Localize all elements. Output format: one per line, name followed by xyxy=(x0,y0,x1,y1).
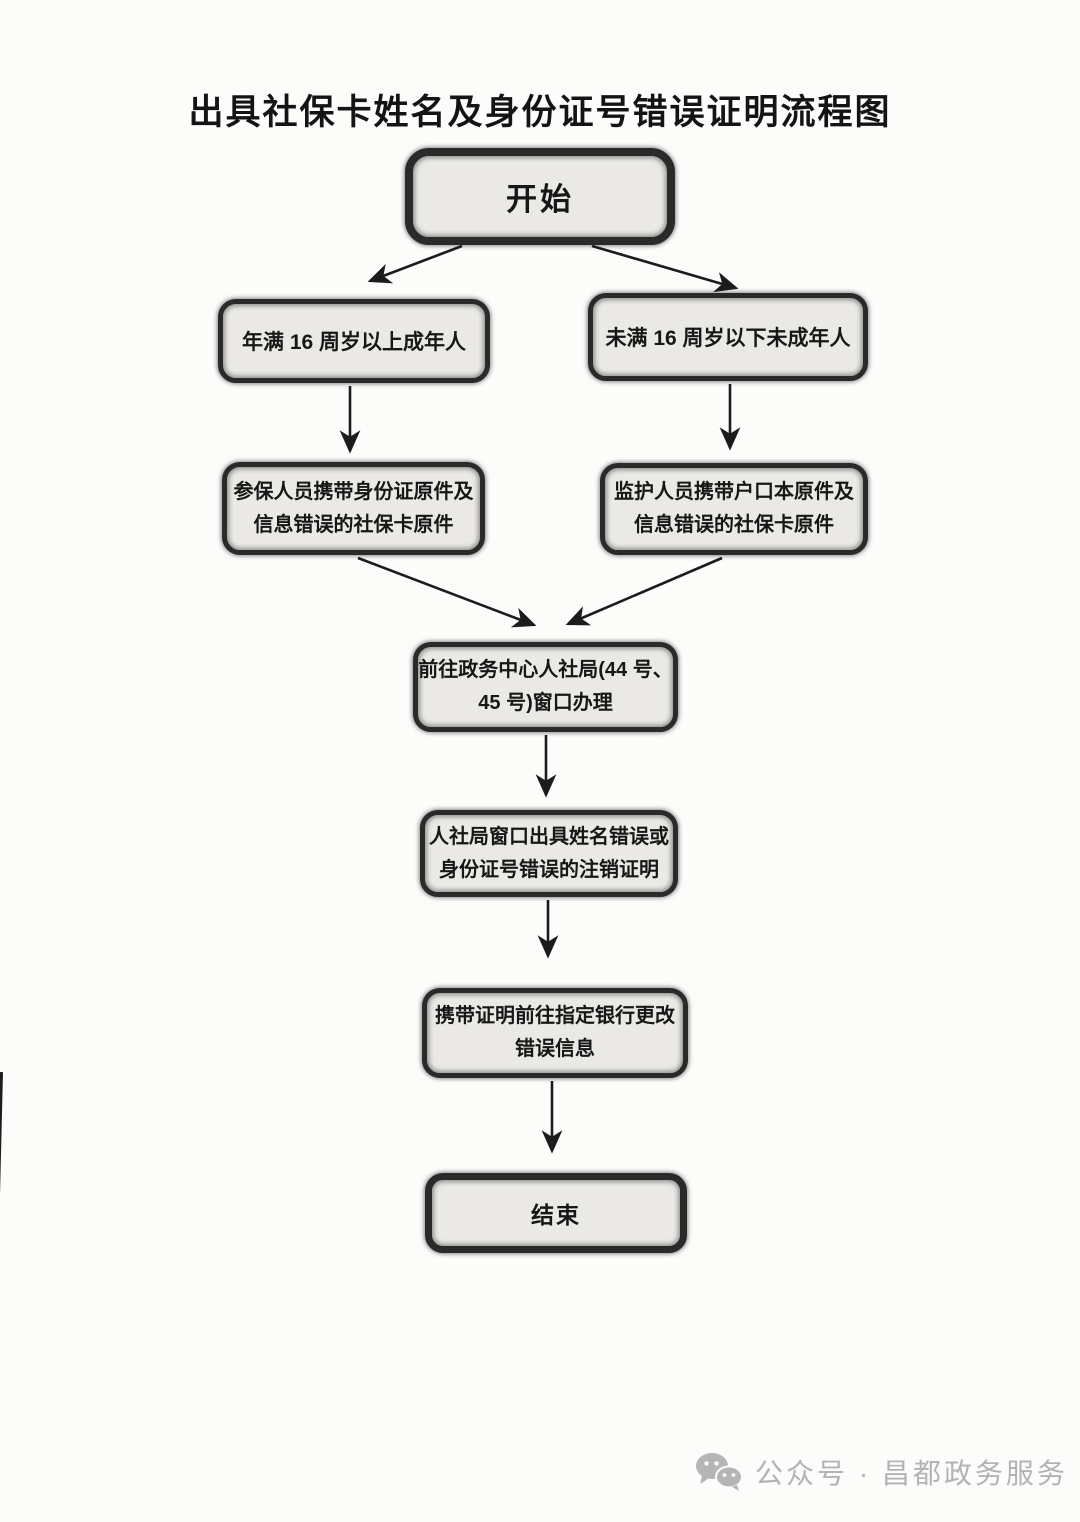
flow-node-label: 信息错误的社保卡原件 xyxy=(253,513,454,536)
scan-artifact-line xyxy=(0,1072,3,1253)
flow-node-label: 未满 16 周岁以下未成年人 xyxy=(605,327,851,350)
flow-node-label: 开始 xyxy=(506,182,574,217)
flow-node-label: 参保人员携带身份证原件及 xyxy=(233,480,474,503)
flow-node-minor: 未满 16 周岁以下未成年人 xyxy=(588,293,868,381)
footer-watermark: 公众号 · 昌都政务服务 xyxy=(695,1452,1068,1492)
flow-node-label: 人社局窗口出具姓名错误或 xyxy=(429,825,669,848)
flow-node-label: 错误信息 xyxy=(515,1038,595,1060)
arrow-start-to-adult xyxy=(367,244,463,284)
flow-node-adult-docs: 参保人员携带身份证原件及 信息错误的社保卡原件 xyxy=(222,462,485,555)
arrow-guardian-docs-to-window xyxy=(565,556,723,626)
flow-node-label: 携带证明前往指定银行更改 xyxy=(435,1005,675,1027)
flow-node-label: 45 号)窗口办理 xyxy=(478,692,613,714)
flow-node-label: 年满 16 周岁以上成年人 xyxy=(241,331,467,354)
flow-node-label: 监护人员携带户口本原件及 xyxy=(614,481,854,503)
footer-label: 公众号 · 昌都政务服务 xyxy=(755,1458,1068,1489)
arrow-start-to-minor xyxy=(591,244,739,293)
wechat-icon xyxy=(696,1453,743,1491)
page-title: 出具社保卡姓名及身份证号错误证明流程图 xyxy=(188,93,892,132)
flow-node-bank: 携带证明前往指定银行更改 错误信息 xyxy=(422,988,688,1078)
flow-node-label: 身份证号错误的注销证明 xyxy=(439,858,659,881)
flow-node-adult: 年满 16 周岁以上成年人 xyxy=(218,299,490,383)
flow-node-label: 前往政务中心人社局(44 号、 xyxy=(418,659,673,681)
arrow-adult-docs-to-window xyxy=(357,556,537,628)
flow-node-end: 结束 xyxy=(425,1173,687,1253)
flow-node-label: 信息错误的社保卡原件 xyxy=(634,514,834,536)
flow-node-start: 开始 xyxy=(405,148,675,245)
flow-node-guardian-docs: 监护人员携带户口本原件及 信息错误的社保卡原件 xyxy=(600,463,868,555)
flow-node-window: 前往政务中心人社局(44 号、 45 号)窗口办理 xyxy=(413,642,678,732)
flow-node-label: 结束 xyxy=(531,1202,581,1228)
flow-node-cert: 人社局窗口出具姓名错误或 身份证号错误的注销证明 xyxy=(420,810,678,897)
